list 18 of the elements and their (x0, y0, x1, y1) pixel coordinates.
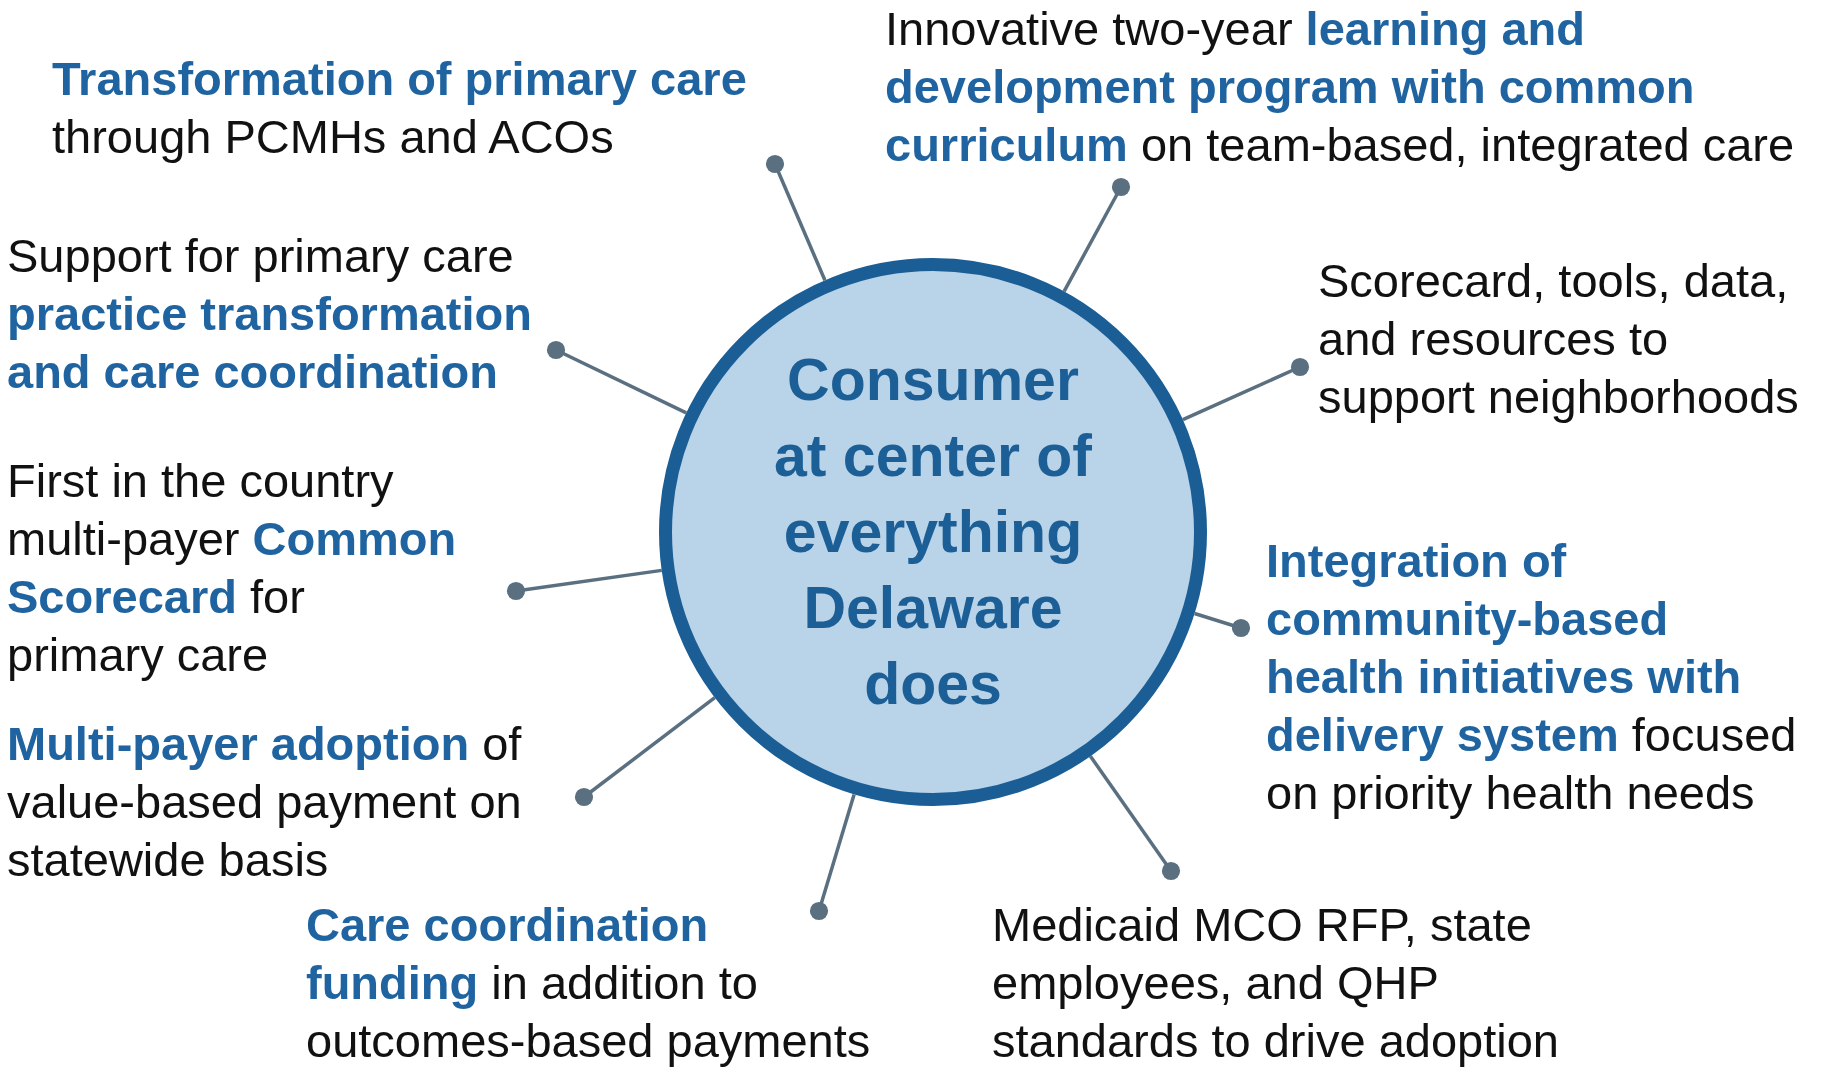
callout-text: Medicaid MCO RFP, state employees, and QHP standards to drive adoption (992, 896, 1582, 1070)
callout-text: First in the country multi-payer Common Scorecard for primary care (7, 452, 469, 684)
callout-text: Integration of community-based health initiatives with delivery system focused on priority health needs (1266, 532, 1816, 822)
callout-text: Care coordination funding in addition to outcomes-based payments (306, 896, 874, 1070)
leader-line (1062, 177, 1131, 293)
leader-line (506, 568, 662, 601)
callout-text: Support for primary care practice transformation and care coordination (7, 227, 567, 401)
leader-line (809, 793, 856, 921)
leader-line (765, 154, 827, 281)
callout-text: Transformation of primary care through PCMHs and ACOs (52, 50, 782, 166)
leader-line (574, 696, 716, 807)
leader-line (546, 340, 687, 415)
callout-text: Scorecard, tools, data, and resources to support neighborhoods (1318, 252, 1818, 426)
leader-line (1182, 357, 1310, 422)
callout-text: Innovative two-year learning and development program with common curriculum on team-based, integrated care (885, 0, 1820, 174)
callout-text: Multi-payer adoption of value-based payment on statewide basis (7, 715, 522, 889)
circle-text: Consumer at center of everything Delaware does (773, 346, 1093, 719)
leader-line (1089, 755, 1181, 881)
